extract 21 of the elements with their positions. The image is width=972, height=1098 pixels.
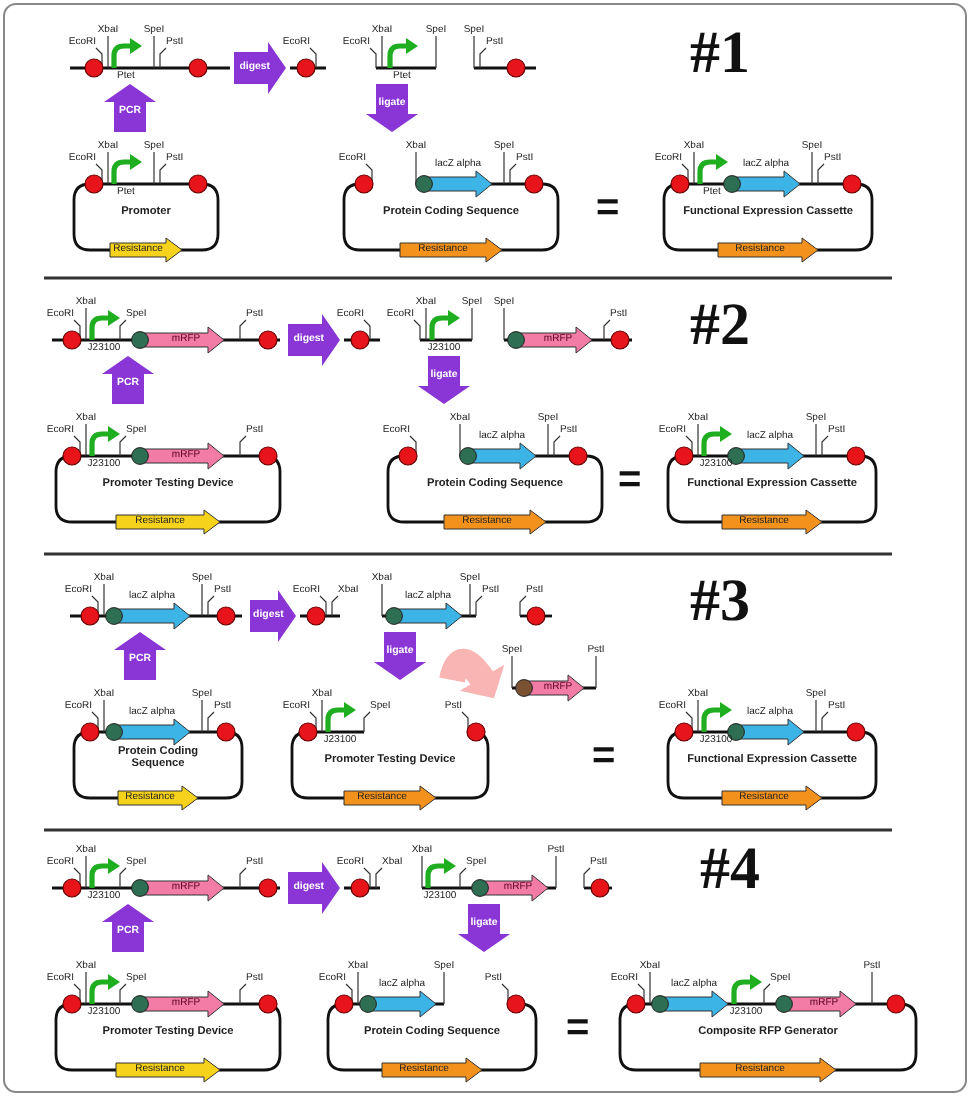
step-number: #1: [690, 24, 750, 84]
block-arrow: [288, 862, 340, 914]
block-arrow: [288, 314, 340, 366]
block-arrow: [458, 904, 510, 952]
block-arrow: [102, 904, 154, 952]
equals-sign: =: [592, 736, 616, 776]
step-number: #3: [690, 572, 750, 632]
block-arrow: [250, 590, 296, 642]
block-arrow: [102, 356, 154, 404]
step-number: #4: [700, 840, 760, 900]
block-arrow: [104, 84, 156, 132]
block-arrow: [234, 42, 286, 94]
block-arrow: [418, 356, 470, 404]
block-arrow: [366, 84, 418, 132]
curved-arrow: [439, 649, 504, 699]
equals-sign: =: [618, 460, 642, 500]
equals-sign: =: [566, 1008, 590, 1048]
equals-sign: =: [596, 188, 620, 228]
block-arrow: [374, 632, 426, 680]
step-number: #2: [690, 296, 750, 356]
block-arrow: [114, 632, 166, 680]
